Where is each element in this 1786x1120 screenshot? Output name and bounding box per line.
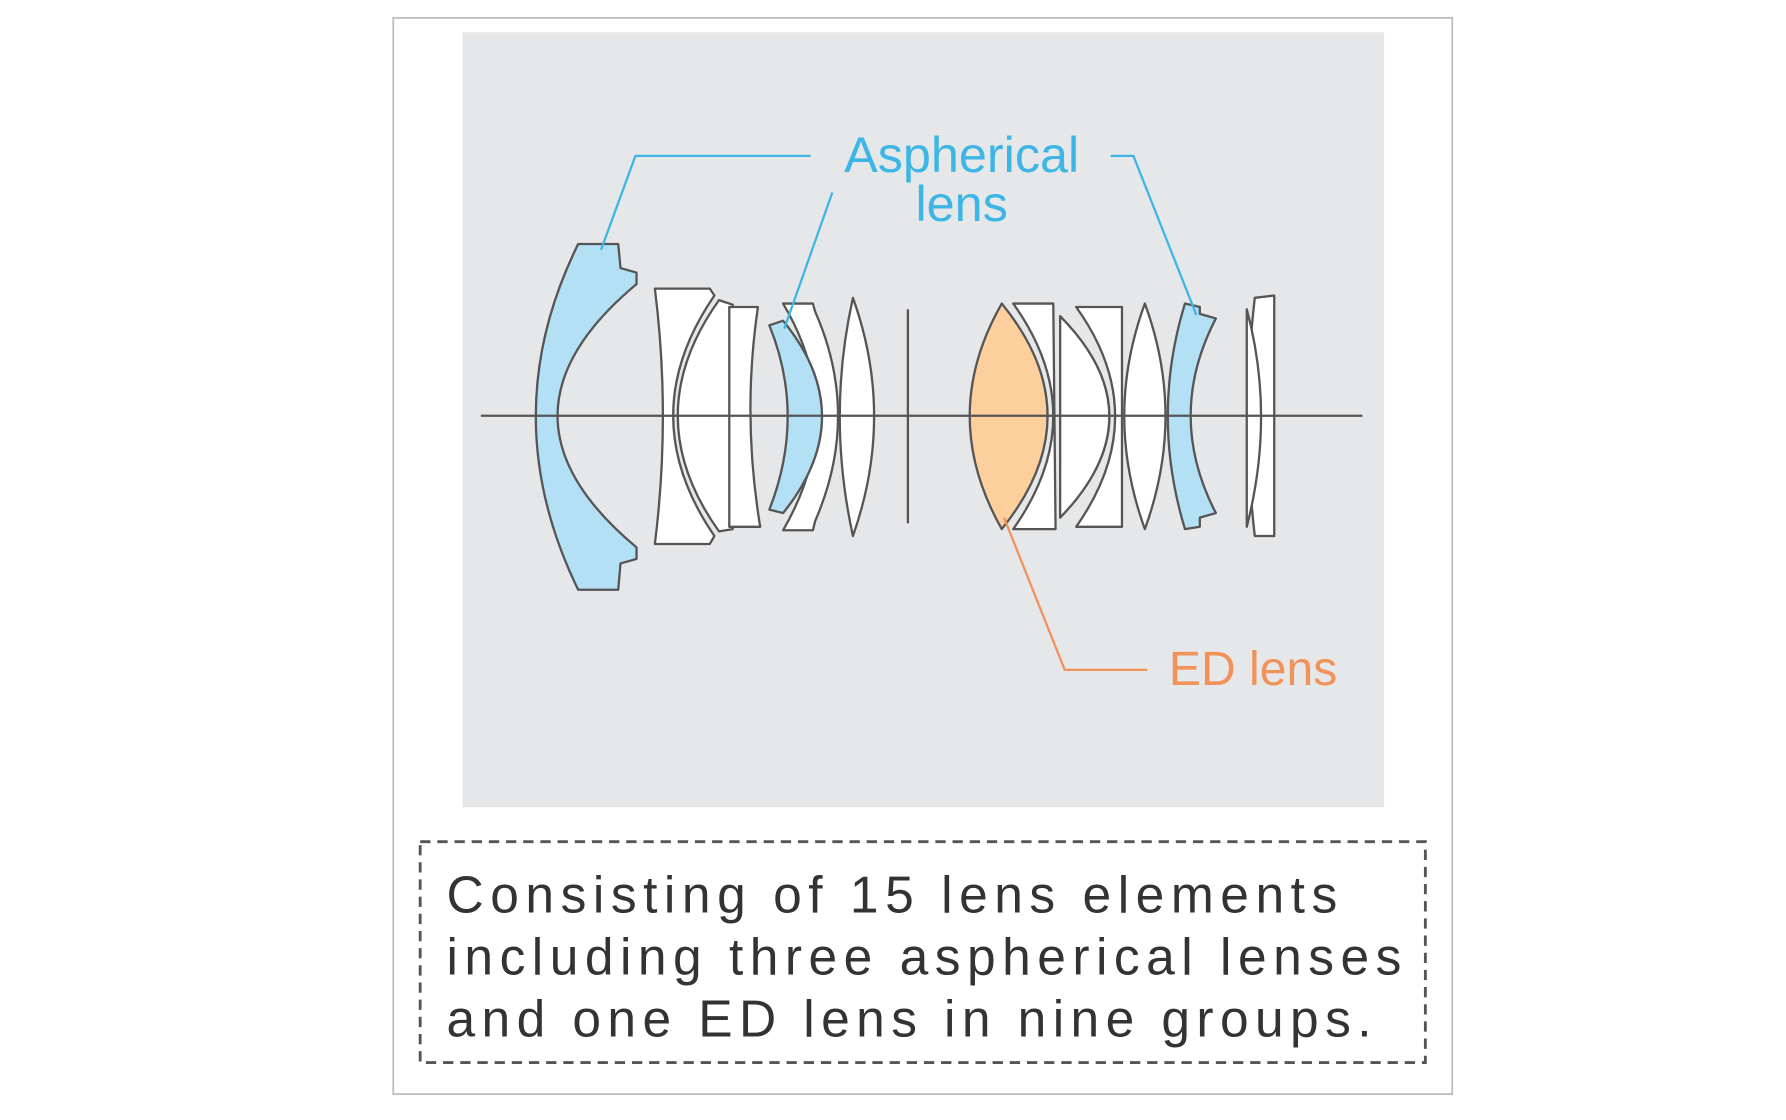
lens-element <box>1012 302 1057 531</box>
lens-element <box>1075 305 1124 528</box>
ed-lens-label: ED lens <box>1169 642 1337 696</box>
aspherical-leaders <box>599 154 1198 330</box>
caption-line: Consisting of 15 lens elements <box>447 866 1338 924</box>
diagram-panel <box>462 32 1385 808</box>
lens-element <box>653 287 716 546</box>
aspherical-lens-rear <box>1166 302 1217 531</box>
aspherical-label-line2: lens <box>915 175 1007 232</box>
ed-leader <box>1002 517 1148 672</box>
lens-element <box>1245 308 1263 528</box>
aspherical-lens-front <box>534 242 638 591</box>
aspherical-label-line1: Aspherical <box>844 126 1079 183</box>
caption-line: including three aspherical lenses <box>447 927 1402 985</box>
caption-line: and one ED lens in nine groups. <box>447 989 1372 1047</box>
caption-box <box>418 840 1427 1065</box>
